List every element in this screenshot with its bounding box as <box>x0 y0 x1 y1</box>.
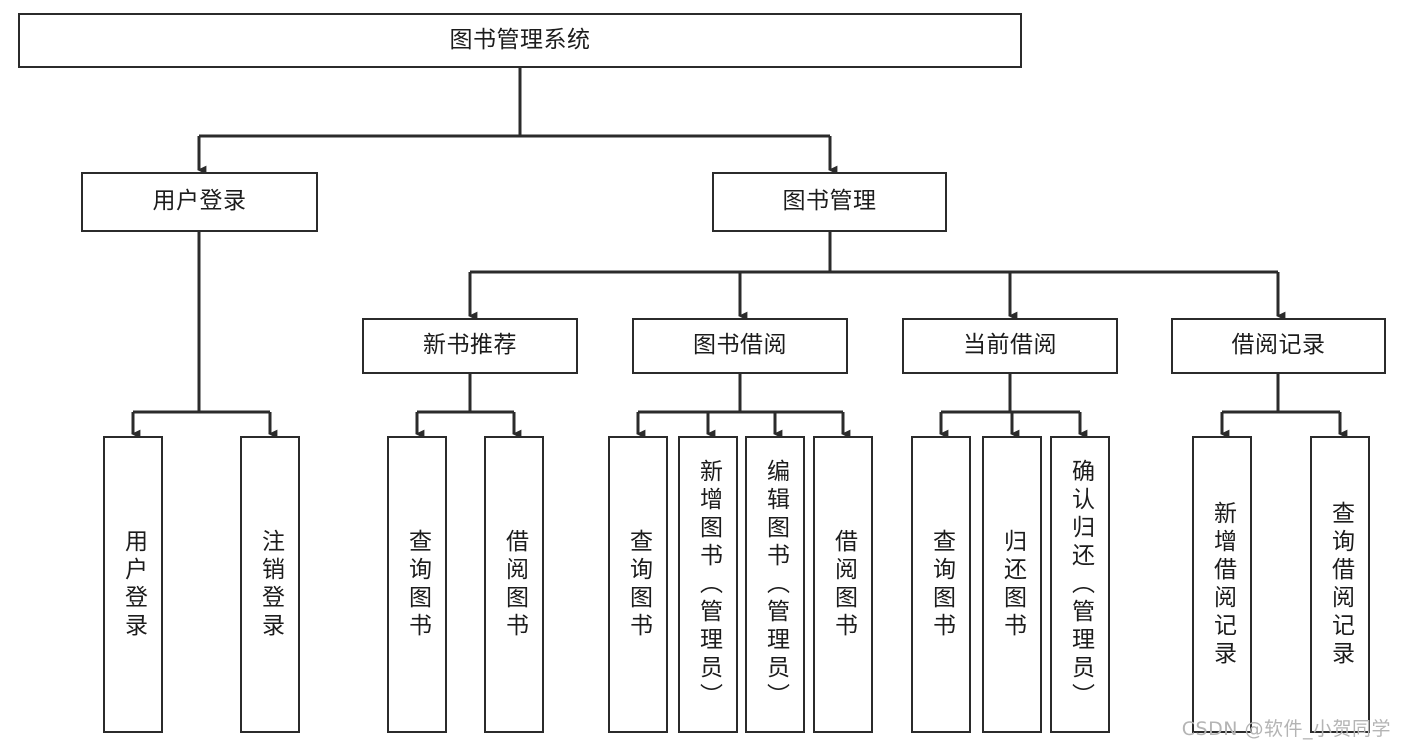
leaf-label: 用户登录 <box>120 528 147 641</box>
leaf-query-borrow-record[interactable]: 查询借阅记录 <box>1310 436 1370 733</box>
node-user-login-label: 用户登录 <box>152 188 247 215</box>
leaf-label: 新增借阅记录 <box>1209 500 1236 669</box>
leaf-label: 查询借阅记录 <box>1327 500 1354 669</box>
node-root[interactable]: 图书管理系统 <box>18 13 1022 68</box>
leaf-logout[interactable]: 注销登录 <box>240 436 300 733</box>
leaf-query-book-recommend[interactable]: 查询图书 <box>387 436 447 733</box>
leaf-user-login[interactable]: 用户登录 <box>103 436 163 733</box>
leaf-query-book-current[interactable]: 查询图书 <box>911 436 971 733</box>
leaf-label: 归还图书 <box>999 528 1026 641</box>
node-borrow-record[interactable]: 借阅记录 <box>1171 318 1386 374</box>
node-new-book-recommend-label: 新书推荐 <box>423 332 517 359</box>
leaf-label: 查询图书 <box>625 528 652 641</box>
node-book-borrow[interactable]: 图书借阅 <box>632 318 848 374</box>
node-book-borrow-label: 图书借阅 <box>693 332 787 359</box>
node-book-management-label: 图书管理 <box>782 188 877 215</box>
node-current-borrow-label: 当前借阅 <box>963 332 1057 359</box>
leaf-label: 查询图书 <box>928 528 955 641</box>
leaf-borrow-book-recommend[interactable]: 借阅图书 <box>484 436 544 733</box>
leaf-label: 确认归还（管理员） <box>1067 458 1094 711</box>
leaf-edit-book-admin[interactable]: 编辑图书（管理员） <box>745 436 805 733</box>
leaf-label: 查询图书 <box>404 528 431 641</box>
leaf-borrow-book[interactable]: 借阅图书 <box>813 436 873 733</box>
leaf-add-borrow-record[interactable]: 新增借阅记录 <box>1192 436 1252 733</box>
watermark: CSDN @软件_小贺同学 <box>1181 718 1391 740</box>
leaf-label: 借阅图书 <box>830 528 857 641</box>
node-borrow-record-label: 借阅记录 <box>1231 332 1326 359</box>
leaf-return-book[interactable]: 归还图书 <box>982 436 1042 733</box>
leaf-query-book-borrow[interactable]: 查询图书 <box>608 436 668 733</box>
node-current-borrow[interactable]: 当前借阅 <box>902 318 1118 374</box>
leaf-confirm-return-admin[interactable]: 确认归还（管理员） <box>1050 436 1110 733</box>
node-root-label: 图书管理系统 <box>449 26 591 53</box>
leaf-label: 编辑图书（管理员） <box>762 458 789 711</box>
leaf-add-book-admin[interactable]: 新增图书（管理员） <box>678 436 738 733</box>
leaf-label: 借阅图书 <box>501 528 528 641</box>
leaf-label: 注销登录 <box>257 528 284 641</box>
node-new-book-recommend[interactable]: 新书推荐 <box>362 318 578 374</box>
leaf-label: 新增图书（管理员） <box>695 458 722 711</box>
node-book-management[interactable]: 图书管理 <box>712 172 947 232</box>
node-user-login[interactable]: 用户登录 <box>81 172 318 232</box>
